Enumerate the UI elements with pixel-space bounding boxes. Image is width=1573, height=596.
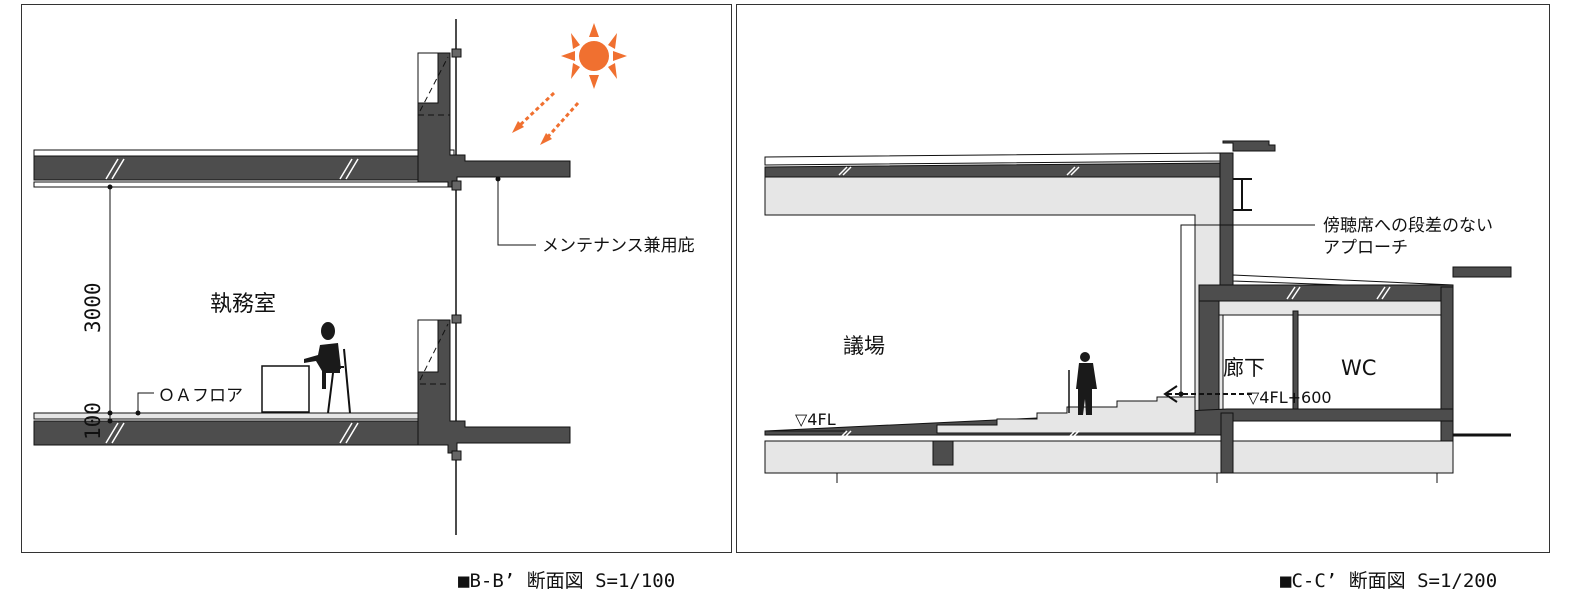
roof-slab bbox=[764, 152, 1252, 426]
corridor-label: 廊下 bbox=[1223, 356, 1265, 380]
wc-label: WC bbox=[1341, 356, 1376, 380]
dim-height-label: 3000 bbox=[81, 282, 105, 333]
section-bb-caption: ■B-B’ 断面図 S=1/100 bbox=[458, 570, 676, 592]
oa-floor-label: ＯＡフロア bbox=[158, 386, 243, 406]
sunlight-arrows bbox=[516, 91, 580, 140]
section-cc-panel: 議場 廊下 WC ▽4FL ▽4FL+600 傍聴席への段差のない アプローチ bbox=[736, 4, 1550, 553]
lower-slab bbox=[33, 412, 455, 446]
sun-icon bbox=[561, 23, 627, 89]
approach-arrow bbox=[1163, 224, 1315, 403]
height-dimension bbox=[98, 184, 452, 424]
sunlight-arrowhead bbox=[512, 121, 524, 133]
sunlight-arrowhead bbox=[540, 133, 552, 145]
corridor-roof bbox=[1198, 266, 1512, 474]
section-cc-caption: ■C-C’ 断面図 S=1/200 bbox=[1280, 570, 1498, 592]
lower-eave bbox=[417, 314, 571, 461]
floor-plus-level-label: ▽4FL+600 bbox=[1247, 388, 1332, 407]
section-bb-panel: 執務室 メンテナンス兼用庇 ＯＡフロア 3000 100 bbox=[21, 4, 732, 553]
floor-level-label: ▽4FL bbox=[795, 410, 836, 429]
section-bb-drawing: 執務室 メンテナンス兼用庇 ＯＡフロア 3000 100 bbox=[33, 19, 695, 535]
oa-floor-leader bbox=[135, 392, 154, 416]
assembly-hall-label: 議場 bbox=[843, 334, 885, 358]
assembly-floor bbox=[764, 396, 1511, 483]
standing-person bbox=[1068, 352, 1097, 415]
upper-eave bbox=[417, 48, 571, 191]
person-at-desk bbox=[261, 322, 351, 414]
approach-label-line1: 傍聴席への段差のない bbox=[1323, 216, 1493, 236]
approach-label-line2: アプローチ bbox=[1323, 238, 1408, 258]
corridor-wall bbox=[1198, 300, 1220, 418]
eave-leader bbox=[495, 176, 536, 246]
section-cc-drawing: 議場 廊下 WC ▽4FL ▽4FL+600 傍聴席への段差のない アプローチ bbox=[764, 140, 1512, 483]
room-label: 執務室 bbox=[210, 292, 276, 317]
dim-floor-label: 100 bbox=[81, 402, 105, 440]
eave-label: メンテナンス兼用庇 bbox=[542, 236, 695, 256]
upper-slab bbox=[33, 149, 455, 188]
